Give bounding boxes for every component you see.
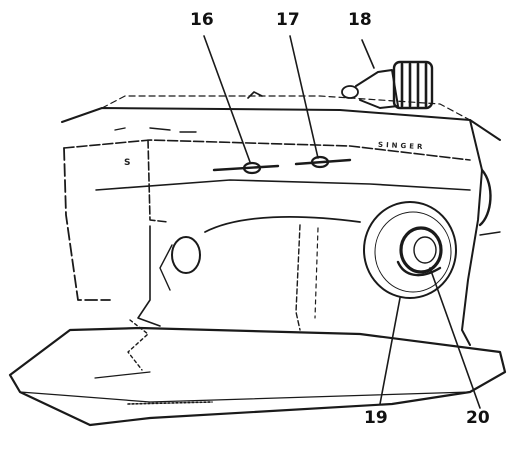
spool — [392, 60, 434, 110]
machine-right-end — [461, 119, 483, 346]
bobbin-winder-base — [341, 85, 359, 99]
stitch-width-dial — [242, 161, 262, 175]
machine-arm-top — [61, 107, 501, 141]
callout-19: 19 — [364, 408, 388, 428]
bobbin-winder-spindle — [355, 69, 399, 109]
machine-pillar — [295, 224, 301, 331]
machine-head-face — [147, 139, 169, 223]
machine-right-side — [478, 168, 492, 227]
clutch-knob-inner — [413, 236, 437, 264]
take-up-lever — [159, 244, 173, 291]
needle-clamp — [127, 319, 149, 371]
spool-windings — [400, 62, 428, 108]
needle-plate — [94, 371, 151, 379]
leader-line-19 — [379, 297, 401, 405]
machine-arm-back-edge — [101, 95, 471, 121]
panel-mark: S — [124, 158, 131, 168]
clutch-knob-outer — [399, 226, 443, 274]
machine-head-left — [63, 147, 111, 301]
machine-pillar-front — [314, 227, 319, 319]
machine-right-side-detail — [479, 231, 501, 236]
leader-line-16 — [203, 35, 251, 163]
clutch-knob-shadow — [396, 260, 442, 277]
machine-bed-plate — [8, 326, 507, 427]
callout-18: 18 — [348, 10, 372, 30]
leader-line-17 — [289, 35, 319, 159]
stitch-length-slot — [294, 158, 352, 166]
bed-nameplate — [127, 401, 213, 405]
leader-line-20 — [429, 267, 481, 409]
stitch-width-slot — [212, 164, 280, 172]
callout-20: 20 — [466, 408, 490, 428]
handwheel-rim — [374, 211, 452, 293]
leader-line-18 — [361, 39, 375, 69]
machine-pillar-curve — [204, 215, 361, 233]
machine-bed-edge — [19, 391, 471, 403]
handwheel-outer — [363, 201, 457, 299]
callout-16: 16 — [190, 10, 214, 30]
machine-arm-front — [63, 139, 471, 161]
machine-arm-lower-edge — [95, 179, 471, 191]
thread-take-up — [171, 236, 201, 274]
top-spindle-base — [247, 91, 263, 99]
left-top-marks — [114, 127, 197, 133]
presser-bar — [137, 225, 161, 327]
callout-17: 17 — [276, 10, 300, 30]
stitch-length-dial — [310, 155, 330, 169]
